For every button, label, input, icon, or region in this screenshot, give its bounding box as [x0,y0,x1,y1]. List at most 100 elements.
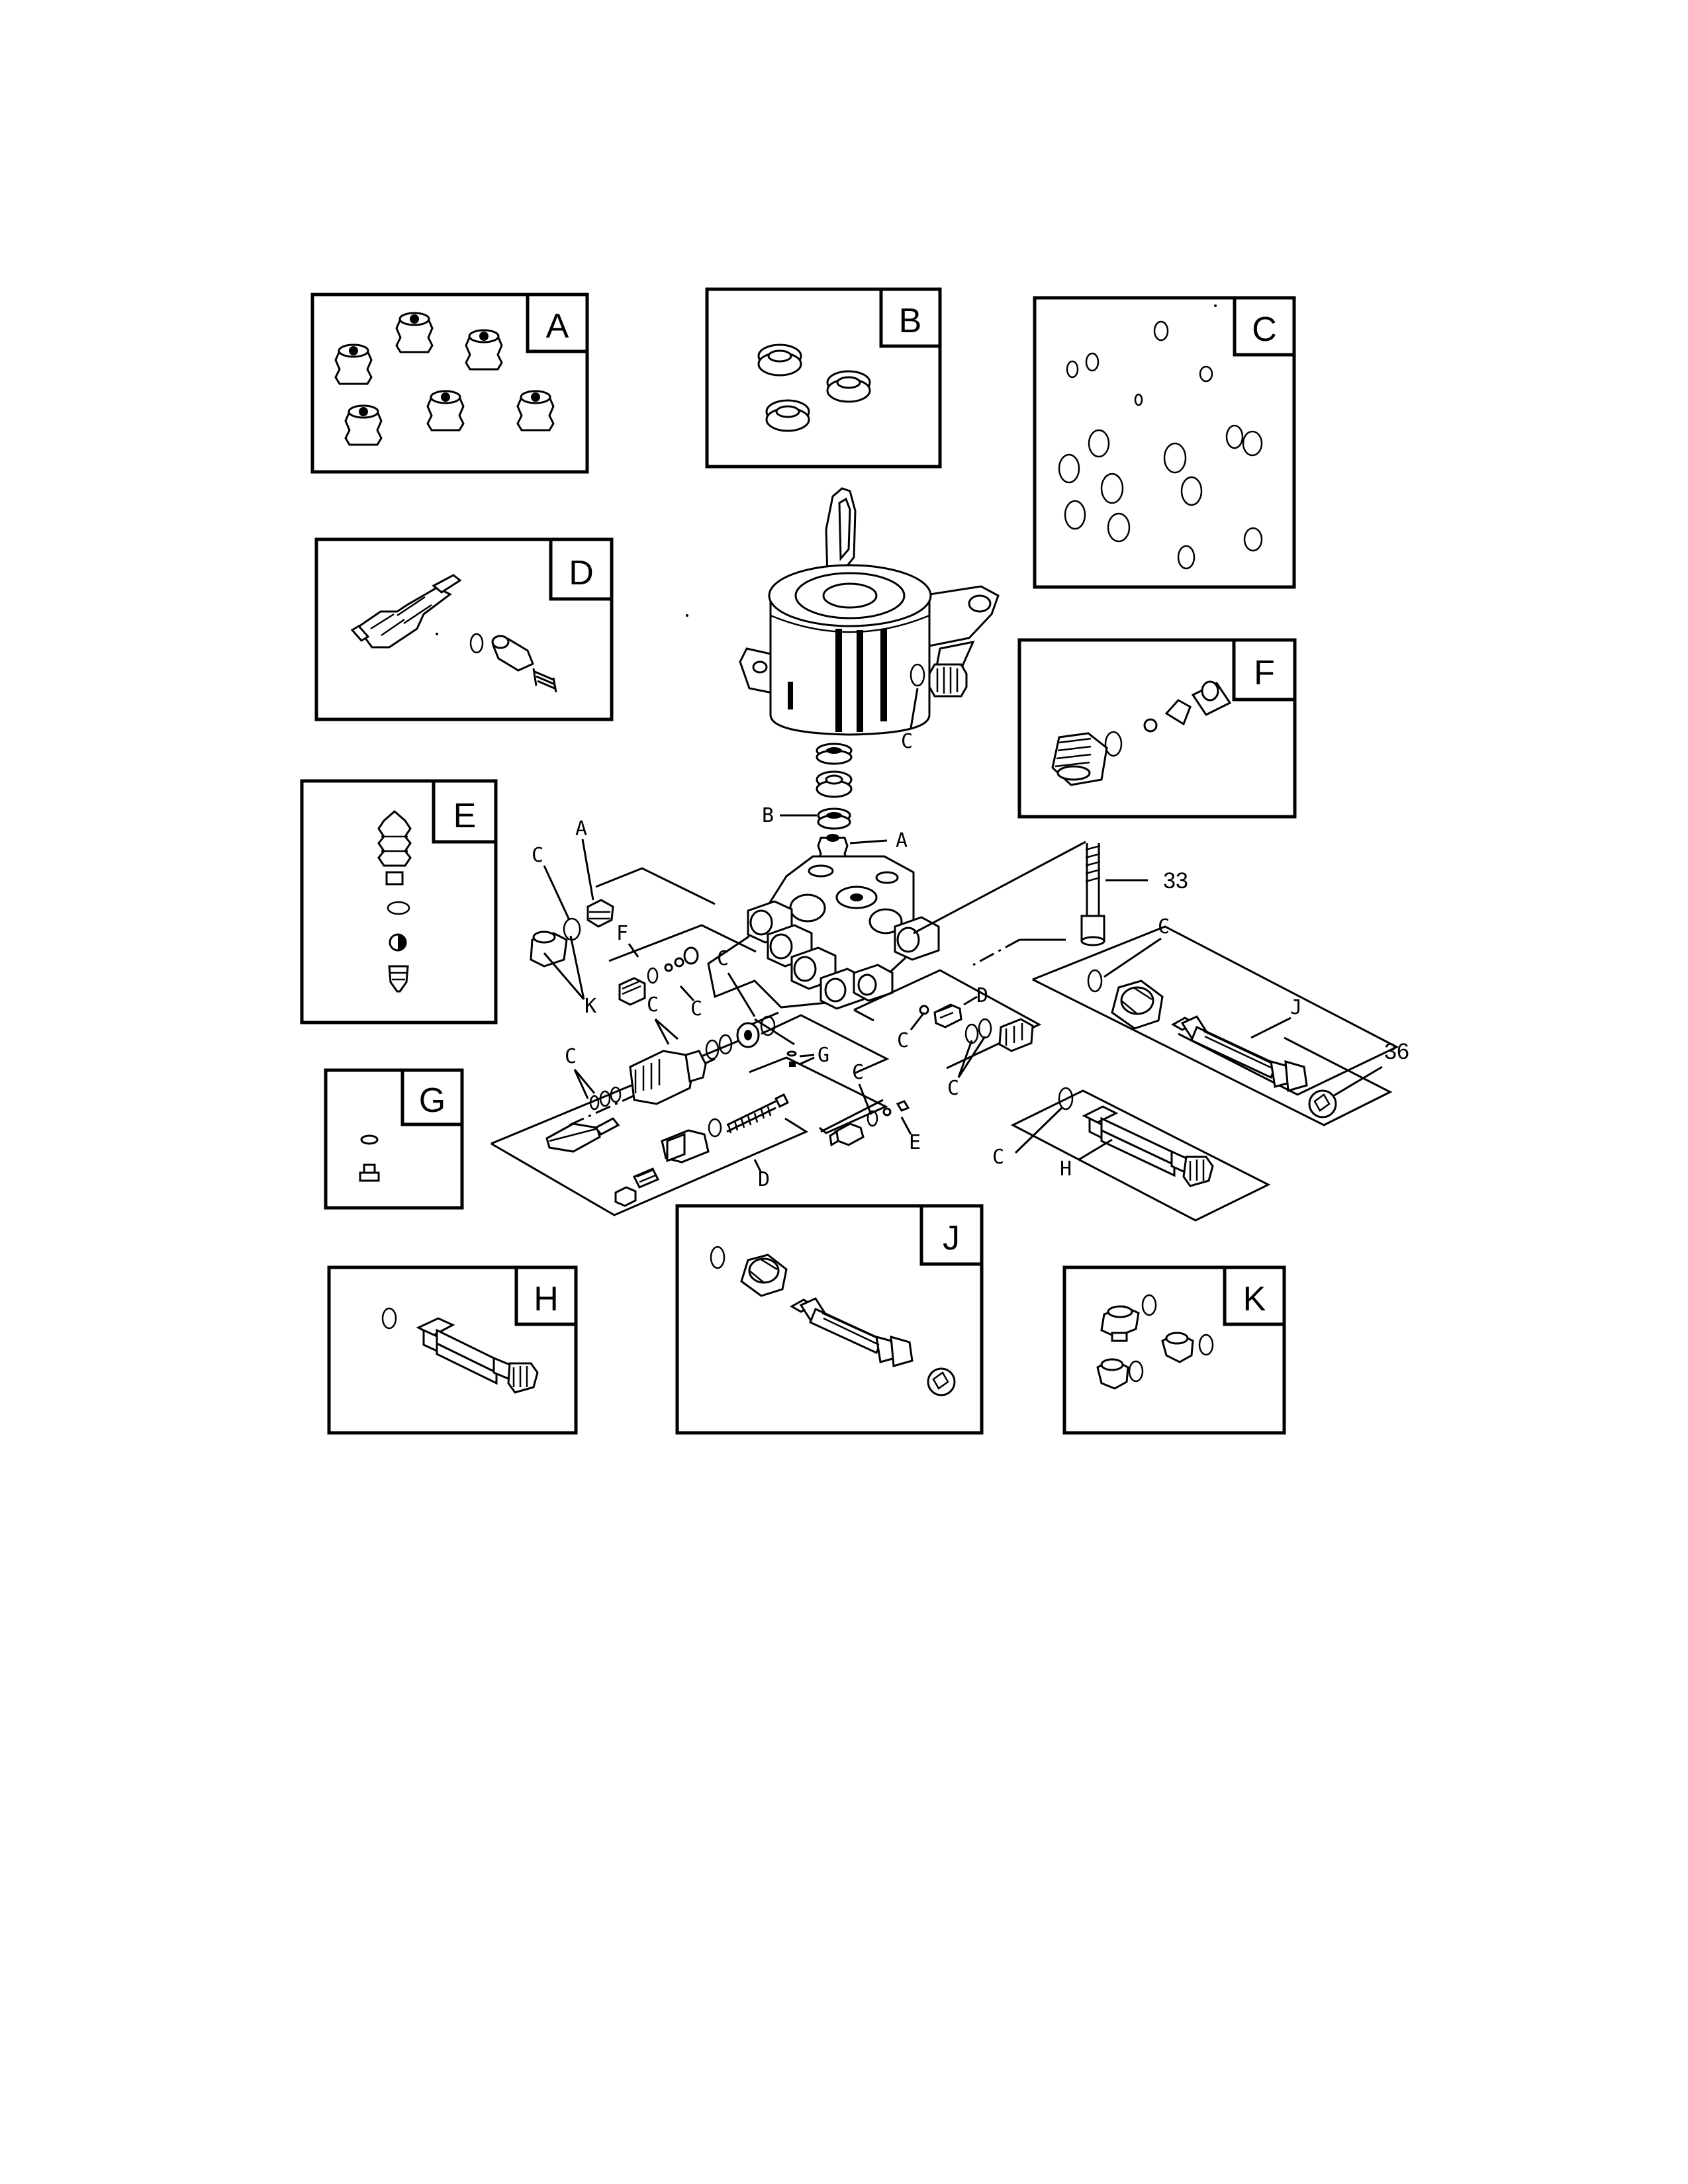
kit-c-panel: C [1033,296,1296,589]
fitting-icon [829,1122,865,1147]
part-number-33: 33 [1163,868,1188,893]
plug-icon [998,1018,1034,1052]
o-ring-icon [1141,1294,1157,1316]
ball-icon [882,1107,892,1116]
check-valve-icon [586,899,614,928]
kit-j-label: J [943,1219,960,1257]
bolt-icon [1080,843,1105,946]
o-ring-icon [563,917,581,941]
kit-h-label: H [534,1280,559,1318]
callout-c-unloader2: C [647,993,659,1017]
kit-a-panel: A [310,293,589,474]
o-ring-icon [867,1110,878,1127]
adjusting-knob-icon [618,977,646,1006]
kit-f-label: F [1254,654,1275,692]
plug-icon [530,931,568,968]
callout-h-mid: H [1060,1158,1072,1181]
o-ring-icon [599,1090,611,1107]
o-ring-icon [710,1246,726,1269]
o-ring-icon [705,1039,720,1060]
plug-icon [1096,1358,1129,1390]
seal-icon [816,743,853,765]
nozzle-icon [388,965,409,993]
kit-k-panel: K [1062,1265,1286,1435]
check-valve-icon [516,390,555,432]
callout-c-right2: C [947,1077,959,1100]
callout-b-seal: B [762,804,774,827]
plug-icon [1100,1305,1140,1342]
check-valve-icon [395,312,434,353]
callout-j-mid: J [1290,996,1302,1019]
callout-c-j: C [1158,915,1170,938]
callout-f-unloader: F [616,922,628,945]
spring-icon [632,1167,660,1189]
kit-a-label: A [546,307,569,345]
callout-d-left: D [758,1168,770,1191]
check-valve-icon [465,329,503,371]
check-valve-icon [426,390,465,432]
kit-g-label: G [419,1081,445,1120]
kit-k-label: K [1243,1280,1266,1318]
manifold-tube-icon [416,1317,539,1394]
adjusting-knob-icon [1051,732,1108,786]
kit-d-label: D [569,554,594,592]
plug-icon [1191,680,1232,716]
ball-icon [1143,718,1158,733]
kit-b-label: B [899,302,922,340]
callout-c-right1: C [897,1029,909,1052]
callout-c-h: C [992,1146,1004,1169]
unloader-valve-icon [919,1003,962,1028]
callout-c-head: C [901,730,913,753]
kit-b-panel: B [705,287,942,469]
callout-c-unloader1: C [690,997,702,1021]
kit-e-panel: E [300,779,498,1024]
o-ring-icon [469,633,484,654]
manifold-tube-icon [789,1297,914,1367]
o-ring-icon [1087,969,1103,993]
o-ring-icon [964,1023,979,1044]
ball-icon [664,963,673,972]
end-cap-icon [927,1367,956,1396]
seal-icon [757,343,802,377]
ball-icon [389,933,407,952]
seal-icon [816,770,853,798]
o-ring-icon [708,1118,722,1138]
o-ring-icon [1104,731,1123,757]
callout-c-left: C [532,844,543,867]
o-ring-icon [360,1134,379,1145]
seal-icon [765,399,810,432]
o-ring-icon [760,1015,776,1036]
o-ring-icon [647,967,659,984]
crankcase-icon [739,487,1000,736]
o-ring-icon [718,1034,733,1055]
seat-icon [674,957,684,968]
o-ring-icon [589,1095,600,1111]
nut-icon [614,1186,637,1207]
manifold-tube-icon [1082,1105,1214,1187]
o-ring-icon [1058,1087,1074,1111]
screw-icon [359,1163,380,1182]
kit-g-panel: G [324,1068,464,1210]
unloader-valve-icon [350,574,462,649]
callout-k-left: K [585,995,596,1018]
plug-icon [683,946,699,965]
o-ring-icon [387,901,410,915]
callout-d-right: D [976,984,988,1007]
kit-f-panel: F [1017,638,1297,819]
check-valve-icon [344,404,383,446]
seal-icon [826,370,871,403]
callout-c-mid: C [852,1061,864,1084]
callout-g-mid: G [818,1044,829,1067]
seat-icon [1164,699,1192,726]
check-valve-icon [334,343,373,385]
unloader-valve-icon [545,1117,620,1153]
nozzle-icon [896,1100,910,1112]
manifold-tube-icon [1170,1015,1308,1092]
seal-icon [817,807,851,830]
screw-icon [786,1050,797,1067]
kit-c-label: C [1252,310,1277,349]
callout-e-mid: E [909,1131,921,1154]
kit-d-panel: D [314,537,614,721]
o-ring-icon [978,1018,992,1039]
